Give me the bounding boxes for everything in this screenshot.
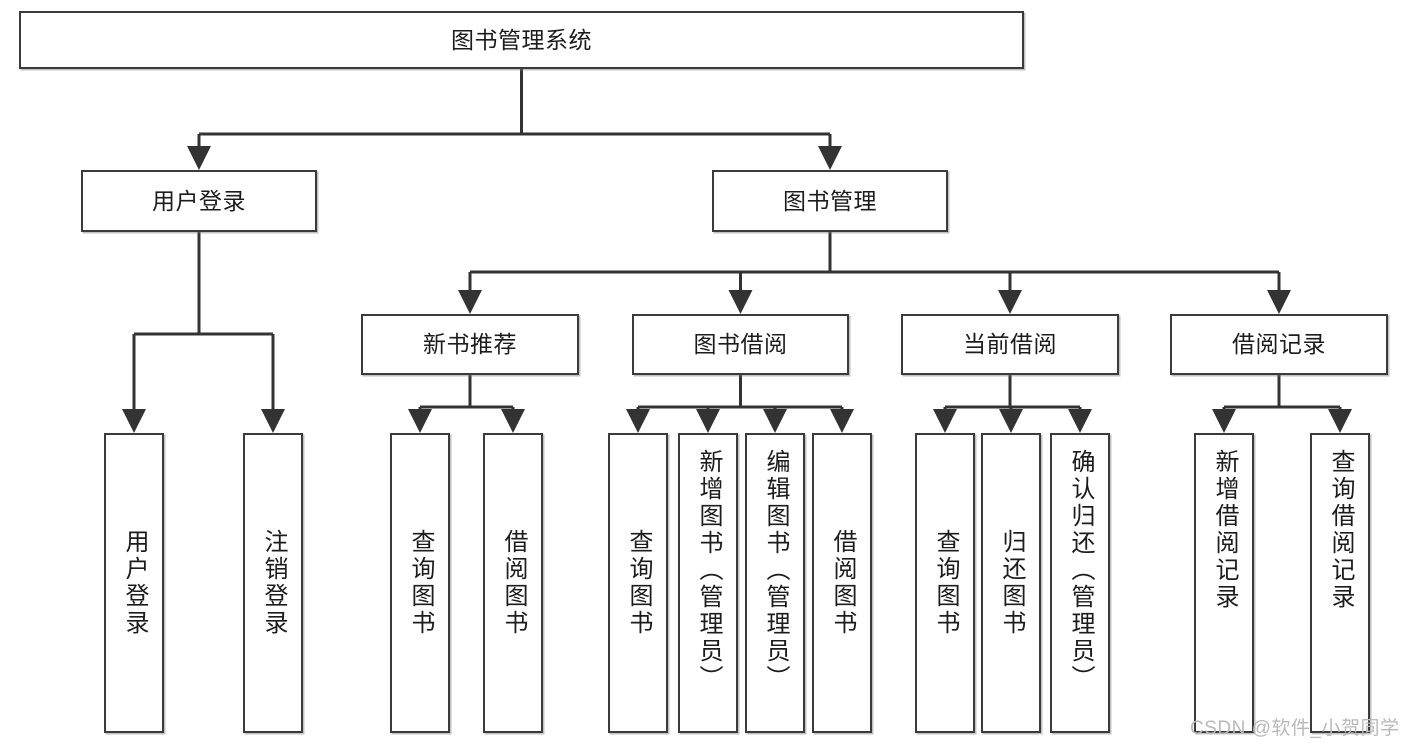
node-leaf-logout[interactable]: 注销登录 bbox=[243, 433, 303, 733]
node-label: 编辑图书（管理员） bbox=[761, 449, 789, 692]
node-book-manage[interactable]: 图书管理 bbox=[712, 170, 948, 232]
node-label: 查询借阅记录 bbox=[1326, 449, 1354, 611]
node-user-login[interactable]: 用户登录 bbox=[81, 170, 317, 232]
node-label: 查询图书 bbox=[931, 529, 959, 637]
node-leaf-borrow-book-1[interactable]: 借阅图书 bbox=[483, 433, 543, 733]
node-label: 新增借阅记录 bbox=[1210, 449, 1238, 611]
node-label: 图书管理 bbox=[783, 187, 877, 214]
node-leaf-add-book[interactable]: 新增图书（管理员） bbox=[678, 433, 738, 733]
node-leaf-query-book-3[interactable]: 查询图书 bbox=[915, 433, 975, 733]
node-leaf-user-login[interactable]: 用户登录 bbox=[104, 433, 164, 733]
node-label: 归还图书 bbox=[997, 529, 1025, 637]
node-borrow-record[interactable]: 借阅记录 bbox=[1170, 314, 1388, 375]
node-label: 查询图书 bbox=[406, 529, 434, 637]
node-label: 用户登录 bbox=[120, 529, 148, 637]
node-current-borrow[interactable]: 当前借阅 bbox=[901, 314, 1119, 375]
node-leaf-query-book-1[interactable]: 查询图书 bbox=[390, 433, 450, 733]
node-leaf-edit-book[interactable]: 编辑图书（管理员） bbox=[745, 433, 805, 733]
node-label: 注销登录 bbox=[259, 529, 287, 637]
node-label: 新书推荐 bbox=[423, 331, 517, 358]
node-label: 查询图书 bbox=[624, 529, 652, 637]
node-label: 新增图书（管理员） bbox=[694, 449, 722, 692]
node-label: 图书借阅 bbox=[693, 331, 788, 358]
node-new-book-recommend[interactable]: 新书推荐 bbox=[361, 314, 579, 375]
node-label: 用户登录 bbox=[152, 187, 246, 214]
node-label: 借阅记录 bbox=[1232, 331, 1326, 358]
node-label: 确认归还（管理员） bbox=[1066, 449, 1094, 692]
node-leaf-return-book[interactable]: 归还图书 bbox=[981, 433, 1041, 733]
csdn-watermark: CSDN @软件_小贺同学 bbox=[1190, 718, 1400, 739]
node-leaf-query-book-2[interactable]: 查询图书 bbox=[608, 433, 668, 733]
node-label: 图书管理系统 bbox=[451, 26, 592, 53]
node-label: 借阅图书 bbox=[828, 529, 856, 637]
node-leaf-add-record[interactable]: 新增借阅记录 bbox=[1194, 433, 1254, 733]
node-book-borrow[interactable]: 图书借阅 bbox=[632, 314, 849, 375]
node-leaf-query-record[interactable]: 查询借阅记录 bbox=[1310, 433, 1370, 733]
node-label: 当前借阅 bbox=[963, 331, 1057, 358]
node-root[interactable]: 图书管理系统 bbox=[19, 11, 1024, 69]
node-leaf-confirm-return[interactable]: 确认归还（管理员） bbox=[1050, 433, 1110, 733]
node-leaf-borrow-book-2[interactable]: 借阅图书 bbox=[812, 433, 872, 733]
node-label: 借阅图书 bbox=[499, 529, 527, 637]
